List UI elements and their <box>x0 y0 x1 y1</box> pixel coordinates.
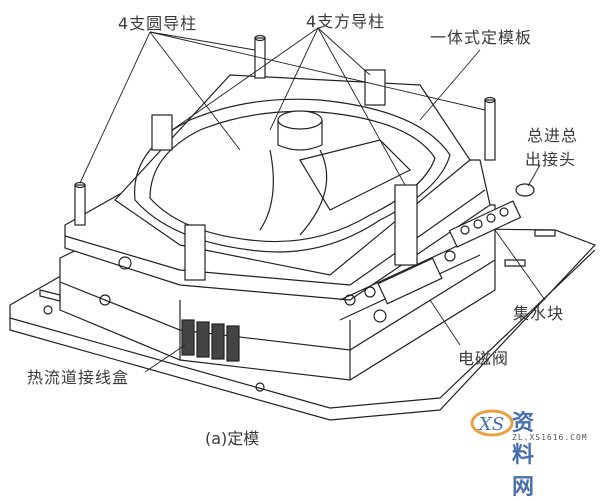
svg-text:XS: XS <box>477 414 504 435</box>
callout-main-inlet-outlet-line1: 总进总 <box>527 126 579 145</box>
watermark-url: ZL.XS1616.COM <box>512 433 588 442</box>
square-guide-pillar <box>151 114 173 151</box>
xs-logo-icon: XS <box>470 409 514 437</box>
round-guide-pillar <box>74 184 86 226</box>
round-guide-pillar <box>484 99 496 161</box>
cavity-outline <box>134 98 451 253</box>
callout-square-guide-pillars: 4支方导柱 <box>306 12 386 31</box>
square-guide-pillar <box>364 69 386 106</box>
watermark-site-name: 资料网 <box>512 411 536 500</box>
callout-water-collector: 集水块 <box>513 304 565 323</box>
mold-drawing <box>9 27 597 421</box>
callout-hot-runner-junction-box: 热流道接线盒 <box>27 368 130 387</box>
callout-round-guide-pillars: 4支圆导柱 <box>118 14 198 33</box>
callout-main-inlet-outlet-line2: 出接头 <box>525 150 577 169</box>
hot-runner-junction-box-shape <box>181 319 240 362</box>
solenoid-valves-shape <box>339 239 481 321</box>
square-guide-pillar <box>394 184 418 266</box>
water-collector-shape <box>448 200 522 248</box>
main-connector-shape <box>515 183 535 197</box>
callout-solenoid-valve: 电磁阀 <box>458 349 510 368</box>
callout-integral-fixed-plate: 一体式定模板 <box>430 28 533 47</box>
square-guide-pillar <box>184 224 206 281</box>
figure-caption: (a)定模 <box>205 429 260 448</box>
